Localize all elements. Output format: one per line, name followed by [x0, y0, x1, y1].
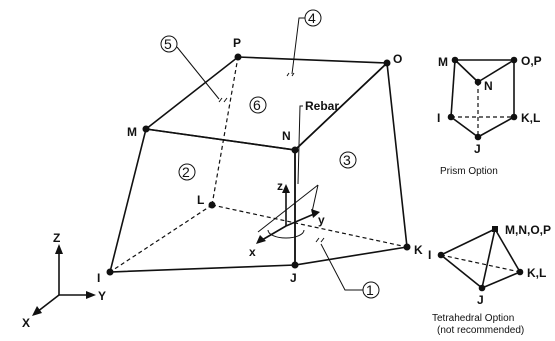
node-k	[403, 243, 411, 251]
global-z-arrow	[55, 244, 63, 254]
tetra-edge-top-j	[481, 228, 496, 289]
rebar-angle-ref	[311, 184, 319, 213]
local-x-label: x	[249, 245, 256, 259]
face6-label: 6	[253, 97, 261, 113]
hidden-edge-l-i	[109, 204, 213, 273]
node-i	[106, 268, 114, 276]
label-i: I	[97, 271, 100, 285]
top-face	[144, 56, 389, 151]
tetra-node-top	[492, 226, 498, 232]
node-n	[291, 146, 299, 154]
tetra-edge-top-kl	[494, 228, 521, 273]
tetra-edge-kl-j	[481, 271, 521, 289]
label-o: O	[393, 52, 402, 66]
prism-node-kl	[510, 113, 518, 121]
hidden-edge-l-p	[211, 56, 239, 206]
local-angle-arc	[267, 229, 305, 239]
tetra-node-j	[478, 284, 486, 292]
local-z-label: z	[277, 179, 283, 193]
prism-node-i	[447, 113, 455, 121]
face5-circle	[160, 35, 178, 53]
prism-option: M O,P N I K,L J Prism Option	[437, 54, 542, 177]
face1-leader	[320, 243, 363, 291]
face1-label: 1	[366, 282, 374, 298]
prism-edge-op-n	[477, 59, 515, 83]
node-j	[291, 261, 299, 269]
rebar-line	[257, 184, 319, 233]
prism-edge-kl-j	[477, 116, 515, 138]
local-x-arrow	[256, 235, 266, 244]
tetra-label-kl: K,L	[527, 266, 546, 280]
global-x-label: X	[22, 316, 30, 330]
label-p: P	[233, 36, 241, 50]
node-l	[208, 201, 216, 209]
label-k: K	[414, 243, 423, 257]
tetra-label-i: I	[428, 248, 431, 262]
face4-tick	[286, 72, 295, 77]
label-n: N	[282, 129, 291, 143]
rebar-leader	[297, 105, 303, 185]
global-y-arrow	[86, 291, 96, 299]
local-z-arrow	[282, 184, 290, 193]
rebar-label: Rebar	[305, 99, 339, 113]
global-y-label: Y	[98, 289, 106, 303]
local-y-axis	[285, 213, 315, 227]
label-m: M	[127, 125, 137, 139]
face4-label: 4	[308, 10, 316, 26]
node-p	[234, 53, 242, 61]
prism-label-kl: K,L	[521, 111, 540, 125]
prism-caption: Prism Option	[440, 166, 498, 177]
prism-node-op	[510, 56, 518, 64]
hidden-edge-l-k	[211, 204, 408, 248]
local-y-arrow	[311, 209, 320, 218]
prism-label-m: M	[438, 55, 448, 69]
global-x-arrow	[32, 306, 42, 316]
global-x-axis	[36, 294, 60, 313]
prism-node-n	[474, 78, 482, 86]
prism-node-j	[474, 133, 482, 141]
global-axes: Z Y X	[22, 231, 106, 330]
face4-leader	[291, 17, 305, 75]
face5-leader	[176, 46, 220, 100]
prism-label-j: J	[474, 142, 481, 156]
face3-circle	[339, 151, 357, 169]
local-x-axis	[261, 225, 287, 241]
global-z-label: Z	[53, 231, 60, 245]
tetra-label-j: J	[477, 293, 484, 307]
node-m	[142, 125, 150, 133]
face5-label: 5	[164, 36, 172, 52]
local-y-label: y	[318, 213, 325, 227]
face2-label: 2	[182, 164, 190, 180]
face2-circle	[178, 163, 196, 181]
brick-element: P O M N L K I J 5 4 6 2 3 1	[97, 9, 423, 299]
tetra-edge-i-j	[440, 254, 483, 289]
face1-tick	[315, 237, 325, 243]
prism-node-m	[451, 56, 459, 64]
label-l: L	[197, 193, 204, 207]
prism-edge-m-i	[450, 59, 456, 118]
tetrahedral-option: M,N,O,P I K,L J Tetrahedral Option (not …	[428, 223, 551, 336]
tetra-node-i	[437, 251, 445, 259]
tetra-note: (not recommended)	[437, 325, 524, 336]
tetra-node-kl	[516, 268, 524, 276]
tetra-label-mnop: M,N,O,P	[505, 223, 551, 237]
prism-label-n: N	[484, 79, 493, 93]
prism-label-op: O,P	[521, 54, 542, 68]
tetra-edge-top-i	[440, 228, 496, 256]
node-o	[383, 59, 391, 67]
prism-label-i: I	[437, 111, 440, 125]
prism-edge-m-n	[454, 59, 479, 83]
tetra-caption: Tetrahedral Option	[432, 313, 514, 324]
label-j: J	[290, 271, 297, 285]
prism-edge-i-j	[450, 116, 479, 138]
face6-circle	[249, 96, 267, 114]
face5-tick	[218, 97, 228, 103]
tetra-hidden-i-kl	[440, 254, 521, 273]
face3-label: 3	[343, 152, 351, 168]
